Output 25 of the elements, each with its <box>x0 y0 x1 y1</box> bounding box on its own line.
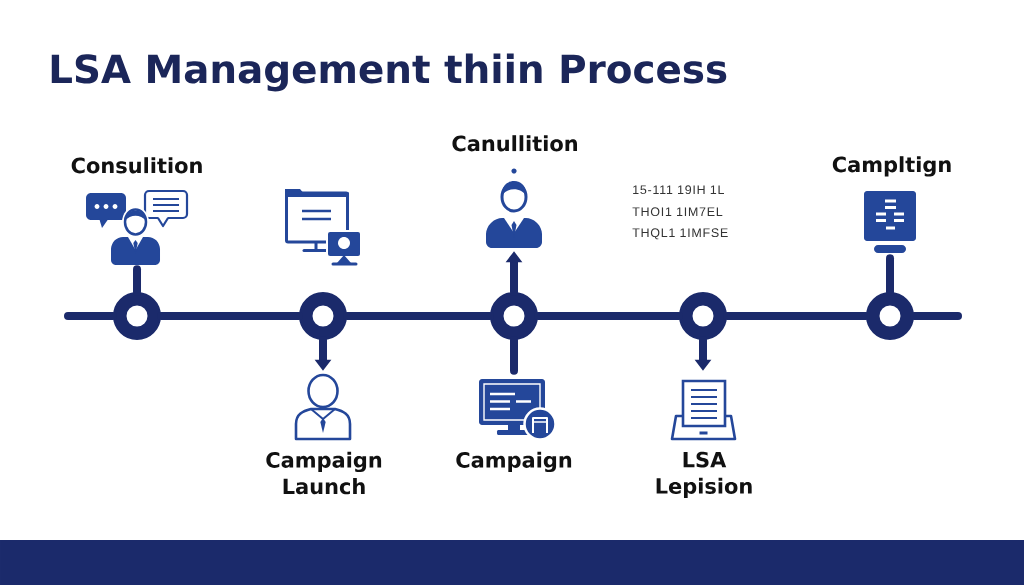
monitor-camera-icon <box>285 189 362 266</box>
step-label: Consulition <box>71 157 202 174</box>
timeline-line <box>534 312 683 320</box>
text-line: THQL1 1IMFSE <box>632 228 728 240</box>
text-line: THOI1 1IM7EL <box>632 207 723 217</box>
timeline-line <box>910 312 962 320</box>
timeline-line <box>64 312 117 320</box>
timeline-marker <box>299 292 347 340</box>
timeline-marker <box>679 292 727 340</box>
timeline-line <box>343 312 494 320</box>
step-label: Campaign Launch <box>266 451 382 495</box>
title: LSA Management thiin Process <box>51 53 727 92</box>
timeline-marker <box>866 292 914 340</box>
step-label: Campaign <box>456 451 572 473</box>
timeline-marker <box>113 292 161 340</box>
step-label: LSA Lepision <box>656 451 752 498</box>
step-label: Campltign <box>832 156 951 177</box>
text-line: 15-111 19IH 1L <box>633 185 724 195</box>
timeline-marker <box>490 292 538 340</box>
connector-line <box>133 265 141 296</box>
connector-line <box>510 336 518 375</box>
timeline-line <box>723 312 870 320</box>
connector-line <box>886 254 894 296</box>
step-label: Canullition <box>452 135 577 152</box>
timeline-line <box>157 312 303 320</box>
